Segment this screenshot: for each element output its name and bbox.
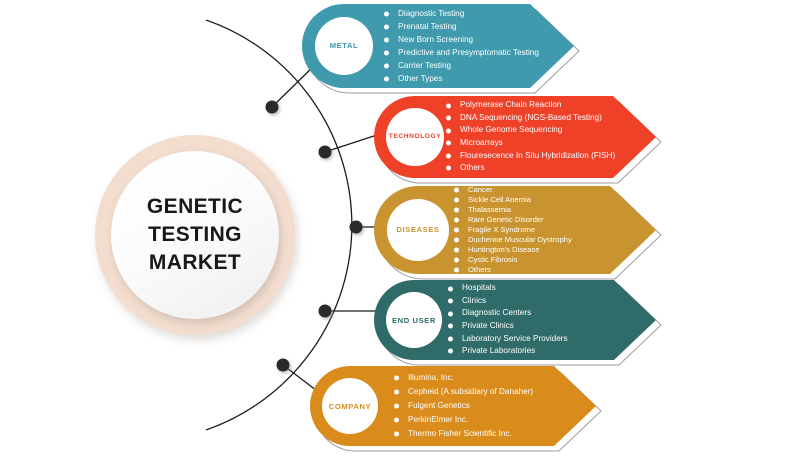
list-item: PerkinElmer Inc. <box>394 413 533 427</box>
segment-items-company: Illumina, Inc.Cepheid (A subsidiary of D… <box>394 366 533 446</box>
segment-cap-technology[interactable]: TECHNOLOGY <box>386 108 444 166</box>
list-item: Cystic Fibrosis <box>454 255 572 265</box>
segment-cap-company[interactable]: COMPANY <box>322 378 378 434</box>
list-item: DNA Sequencing (NGS-Based Testing) <box>446 112 615 125</box>
list-item: Cepheid (A subsidiary of Danaher) <box>394 385 533 399</box>
list-item: Diagnostic Testing <box>384 7 539 20</box>
list-item: New Born Screening <box>384 33 539 46</box>
list-item: Predictive and Presymptomatic Testing <box>384 46 539 59</box>
segment-label-end-user: END USER <box>391 315 437 325</box>
list-item: Thalassemia <box>454 205 572 215</box>
page-title: GENETIC TESTING MARKET <box>146 195 244 274</box>
list-item: Rare Genetic Disorder <box>454 215 572 225</box>
list-item: Laboratory Service Providers <box>448 333 568 346</box>
center-hub: GENETIC TESTING MARKET <box>95 135 295 335</box>
list-item: Fragile X Syndrome <box>454 225 572 235</box>
arc-node-end-user <box>318 304 332 318</box>
list-item: Microarrays <box>446 137 615 150</box>
list-item: Flouresecence In Situ Hybridization (FIS… <box>446 150 615 163</box>
list-item: Polymerase Chain Reaction <box>446 99 615 112</box>
segment-label-technology: TECHNOLOGY <box>388 133 442 141</box>
arc-node-metal <box>265 100 279 114</box>
list-item: Sickle Cell Anemia <box>454 195 572 205</box>
arc-node-company <box>276 358 290 372</box>
segment-cap-metal[interactable]: METAL <box>314 16 374 76</box>
segment-band-company[interactable]: COMPANY Illumina, Inc.Cepheid (A subsidia… <box>310 366 602 452</box>
list-item: Private Clinics <box>448 320 568 333</box>
segment-label-diseases: DISEASES <box>396 225 440 235</box>
list-item: Whole Genome Sequencing <box>446 124 615 137</box>
list-item: Hospitals <box>448 282 568 295</box>
list-item: Diagnostic Centers <box>448 307 568 320</box>
list-item: Thermo Fisher Scientific Inc. <box>394 427 533 441</box>
list-item: Cancer <box>454 185 572 195</box>
hub-inner-circle: GENETIC TESTING MARKET <box>111 151 279 319</box>
segment-cap-diseases[interactable]: DISEASES <box>387 199 449 261</box>
list-item: Others <box>454 265 572 275</box>
list-item: Huntington's Disease <box>454 245 572 255</box>
list-item: Illumina, Inc. <box>394 371 533 385</box>
list-item: Other Types <box>384 72 539 85</box>
list-item: Fulgent Genetics <box>394 399 533 413</box>
arc-node-diseases <box>349 220 363 234</box>
list-item: Carrier Testing <box>384 59 539 72</box>
arc-node-technology <box>318 145 332 159</box>
list-item: Private Laboratories <box>448 345 568 358</box>
list-item: Others <box>446 162 615 175</box>
segment-label-company: COMPANY <box>328 401 372 411</box>
list-item: Duchenne Muscular Dystrophy <box>454 235 572 245</box>
segment-cap-end-user[interactable]: END USER <box>386 292 442 348</box>
list-item: Clinics <box>448 295 568 308</box>
list-item: Prenatal Testing <box>384 20 539 33</box>
segment-label-metal: METAL <box>329 41 359 51</box>
